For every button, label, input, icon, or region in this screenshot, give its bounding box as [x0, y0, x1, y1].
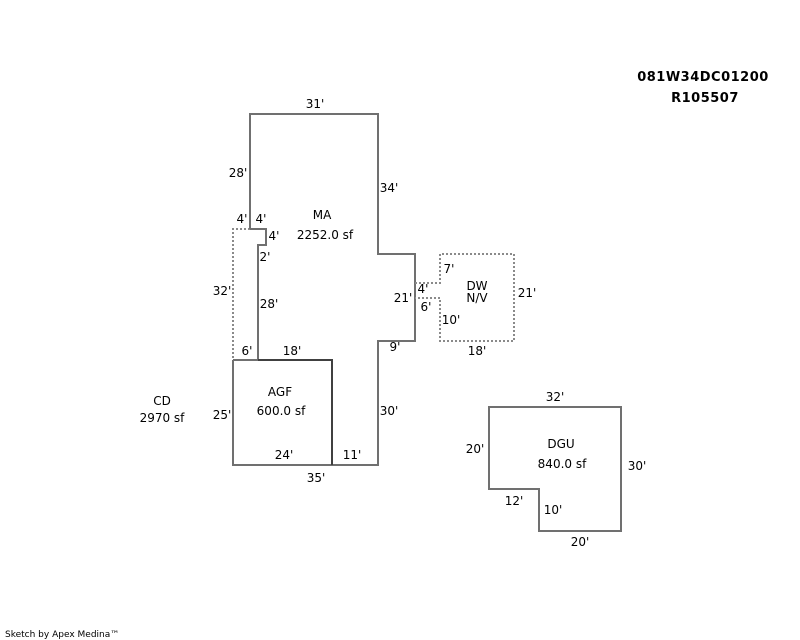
ma-notch: [250, 228, 267, 360]
dim-ma-right-lower: 30': [380, 404, 399, 418]
dim-notch-left: 4': [237, 212, 248, 226]
dim-dw-bottom: 18': [468, 344, 487, 358]
dim-ma-left-lower: 28': [260, 297, 279, 311]
dim-dgu-notch-h: 12': [505, 494, 524, 508]
dim-dw-right: 21': [518, 286, 537, 300]
dim-ma-left-upper: 28': [229, 166, 248, 180]
dw-note: N/V: [466, 291, 488, 305]
dim-dw-conn-top: 4': [418, 282, 429, 296]
dim-dgu-right: 30': [628, 459, 647, 473]
dim-bottom-total: 35': [307, 471, 326, 485]
ma-area: 2252.0 sf: [297, 228, 354, 242]
dgu-code: DGU: [547, 437, 574, 451]
dim-agf-left: 25': [213, 408, 232, 422]
agf-area: 600.0 sf: [257, 404, 306, 418]
ma-code: MA: [313, 208, 332, 222]
dim-dgu-left: 20': [466, 442, 485, 456]
dim-cd-bottom-left: 6': [242, 344, 253, 358]
dgu-outline: [488, 406, 622, 532]
dim-dw-conn-bottom: 6': [421, 300, 432, 314]
dim-ma-top: 31': [306, 97, 325, 111]
dim-dw-left-upper: 7': [444, 262, 455, 276]
map-number: 081W34DC01200: [637, 70, 769, 85]
account-number: R105507: [671, 91, 739, 106]
dw-outline: [415, 253, 515, 342]
cd-area: 2970 sf: [140, 411, 186, 425]
dim-bottom-right: 11': [343, 448, 362, 462]
agf-outline: [232, 360, 332, 466]
dim-cd-left: 32': [213, 284, 232, 298]
agf-code: AGF: [268, 385, 292, 399]
dim-dgu-notch-v: 10': [544, 503, 563, 517]
dgu-area: 840.0 sf: [538, 457, 587, 471]
dim-notch-top: 4': [256, 212, 267, 226]
cd-code: CD: [153, 394, 171, 408]
ma-outline: [249, 113, 416, 466]
dim-dgu-bottom: 20': [571, 535, 590, 549]
dim-ma-right-upper: 34': [380, 181, 399, 195]
dim-ma-bump-right: 21': [394, 291, 413, 305]
sketch-credit: Sketch by Apex Medina™: [5, 630, 119, 640]
dim-dgu-top: 32': [546, 390, 565, 404]
dim-notch-right: 4': [269, 229, 280, 243]
dim-agf-bottom: 24': [275, 448, 294, 462]
dim-agf-top: 18': [283, 344, 302, 358]
dim-ma-bump-bottom: 9': [390, 340, 401, 354]
dw-code: DW: [466, 279, 487, 293]
cd-outline: [232, 228, 250, 360]
dim-step: 2': [260, 250, 271, 264]
dim-dw-left-lower: 10': [442, 313, 461, 327]
agf-inner-wall: [258, 359, 333, 465]
